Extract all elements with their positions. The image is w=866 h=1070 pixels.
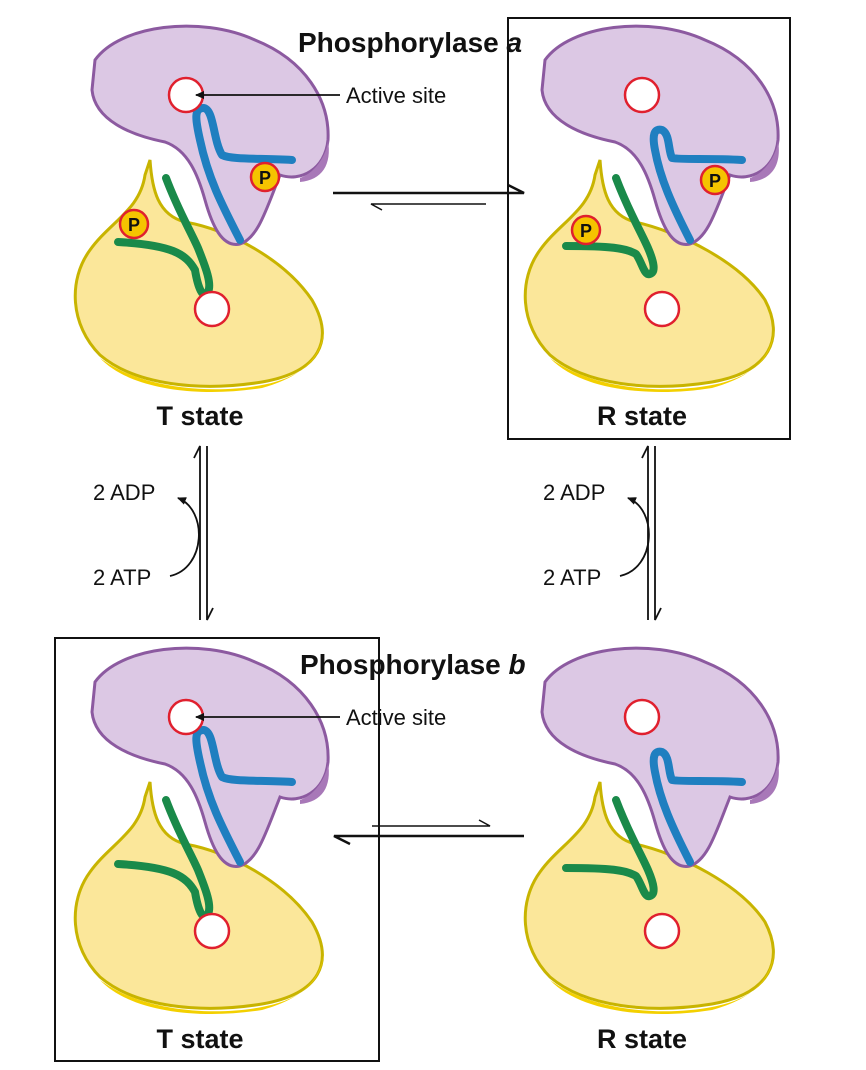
enzyme-a-t-state xyxy=(75,26,329,392)
r-state-a-box xyxy=(507,17,791,440)
t-state-b-label: T state xyxy=(156,1024,243,1054)
equilibrium-arrow-b xyxy=(333,819,524,846)
r-state-a-label: R state xyxy=(597,401,687,431)
t-state-a-label: T state xyxy=(156,401,243,431)
phosphate-group: P xyxy=(249,161,281,193)
atp-adp-curve-right xyxy=(619,497,650,577)
svg-text:P: P xyxy=(128,215,140,235)
phosphate-group: P xyxy=(118,208,150,240)
active-site-label: Active site xyxy=(346,83,446,108)
phosphate-group: P xyxy=(699,164,731,196)
atp-label: 2 ATP xyxy=(543,565,601,590)
atp-adp-curve-left xyxy=(169,497,200,577)
title-phosphorylase-b: Phosphorylase b xyxy=(300,649,526,680)
equilibrium-arrow-a xyxy=(333,183,525,211)
adp-label: 2 ADP xyxy=(543,480,605,505)
t-state-b-box xyxy=(54,637,380,1062)
adp-label: 2 ADP xyxy=(93,480,155,505)
atp-label: 2 ATP xyxy=(93,565,151,590)
svg-text:P: P xyxy=(580,221,592,241)
svg-text:P: P xyxy=(259,168,271,188)
enzyme-b-r-state xyxy=(525,648,779,1014)
enzyme-b-t-state xyxy=(75,648,329,1014)
enzyme-a-r-state xyxy=(525,26,779,392)
phosphate-group: P xyxy=(570,214,602,246)
vertical-equilibrium-left xyxy=(193,445,214,621)
r-state-b-label: R state xyxy=(597,1024,687,1054)
vertical-equilibrium-right xyxy=(641,445,662,621)
title-phosphorylase-a: Phosphorylase a xyxy=(298,27,522,58)
svg-text:P: P xyxy=(709,171,721,191)
active-site-label: Active site xyxy=(346,705,446,730)
